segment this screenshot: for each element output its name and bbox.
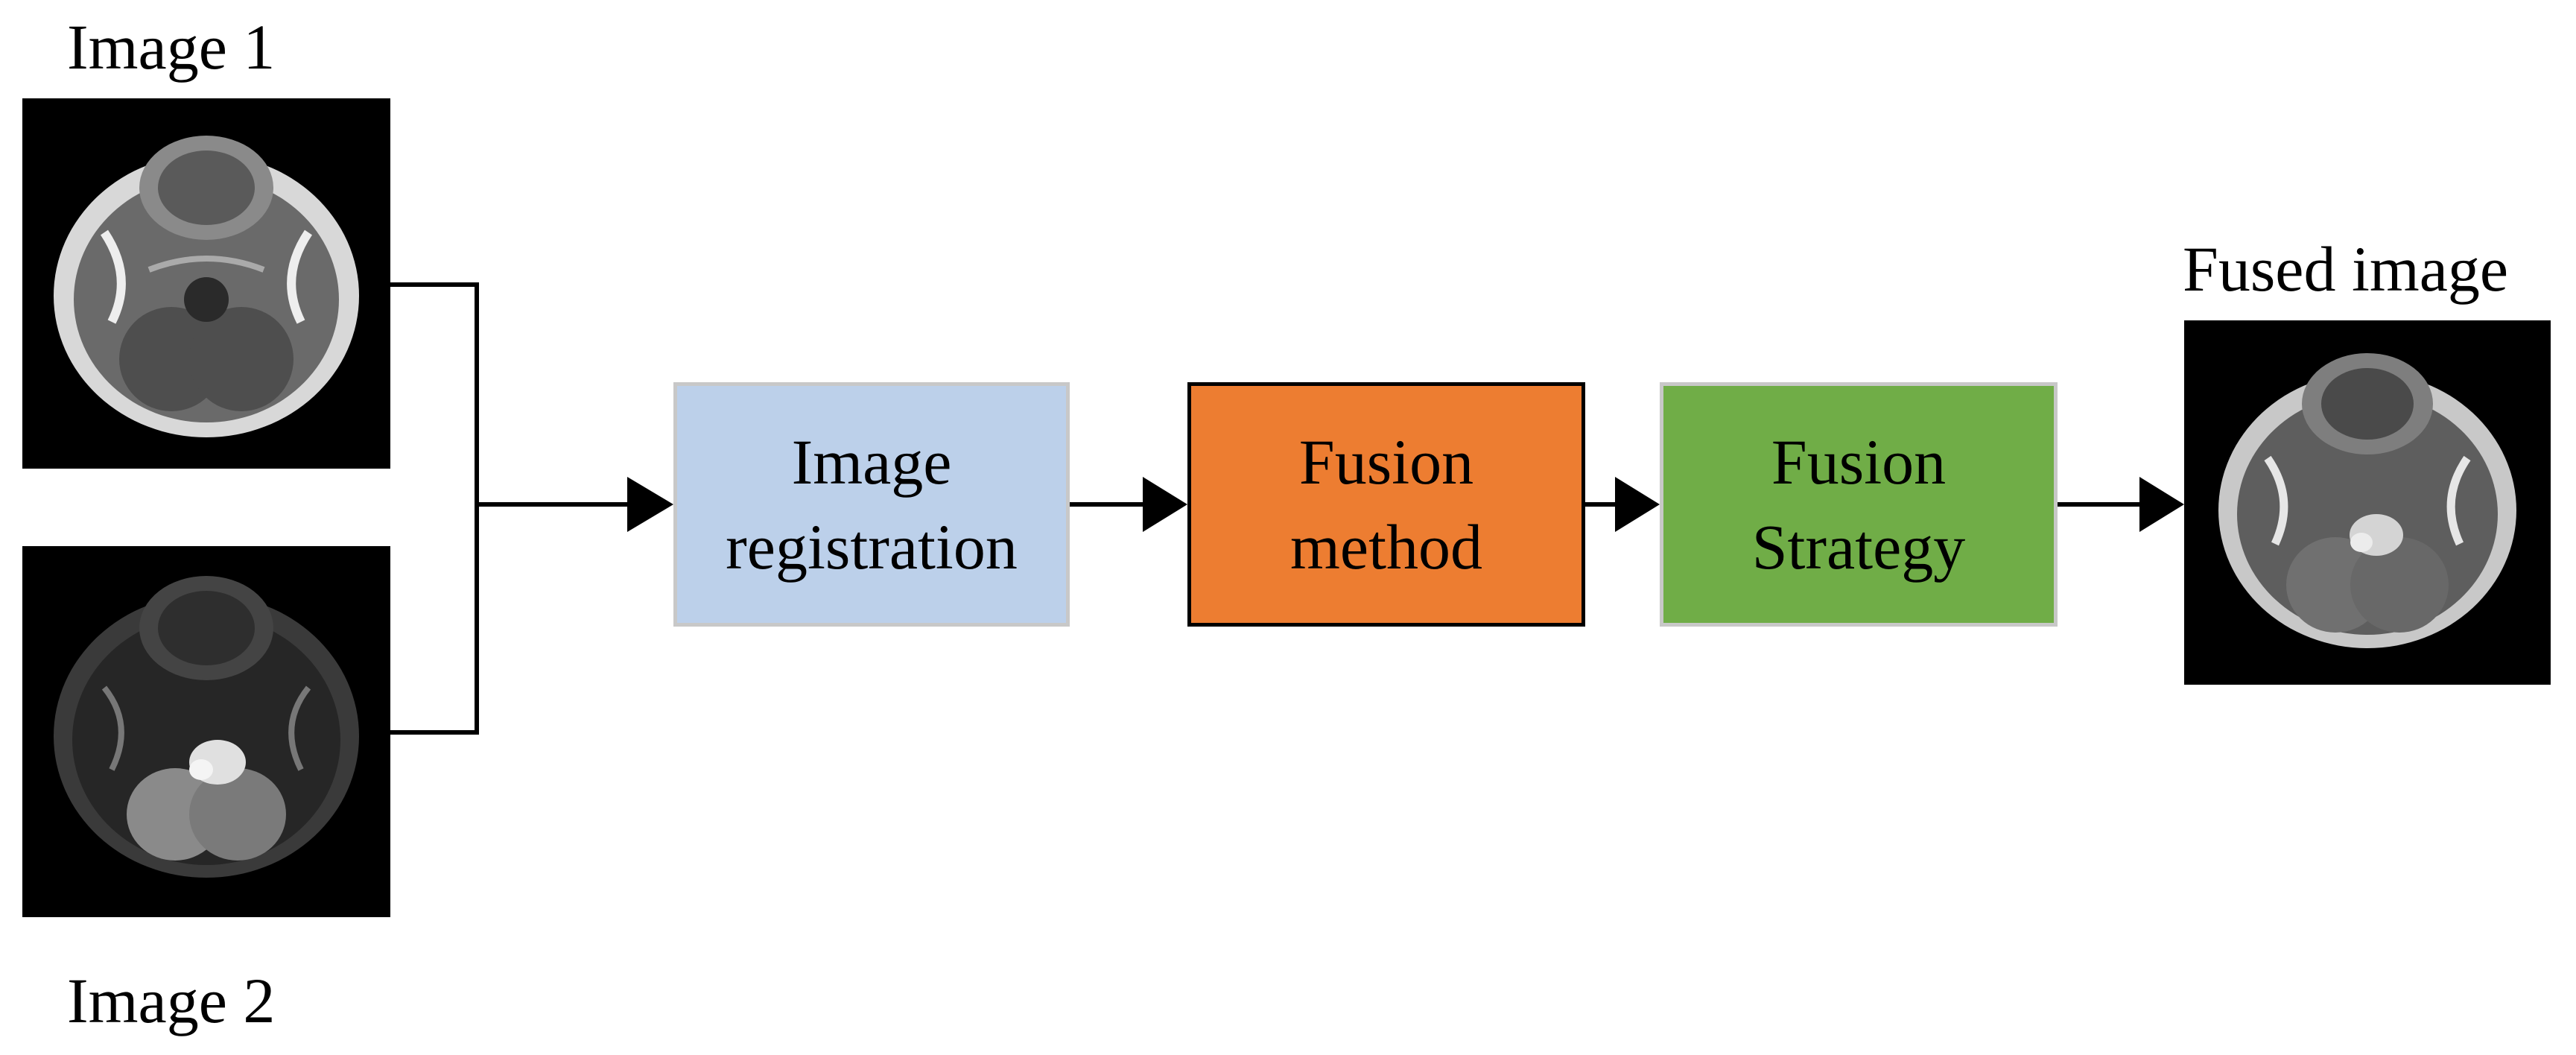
image-1-scan	[22, 98, 390, 469]
fusion-strategy-box: Fusion Strategy	[1660, 382, 2058, 627]
arrowhead-4	[2139, 477, 2184, 532]
image-1-label: Image 1	[67, 11, 276, 83]
arrowhead-2	[1143, 477, 1187, 532]
image-2-label: Image 2	[67, 965, 276, 1036]
fused-image-label: Fused image	[2183, 233, 2509, 305]
fused-image-scan	[2184, 320, 2551, 685]
mri-t2-image	[54, 576, 359, 878]
arrowhead-3	[1615, 477, 1660, 532]
image-registration-box: Image registration	[673, 382, 1070, 627]
arrowhead-1	[627, 477, 673, 532]
fusion-method-line2: method	[1290, 511, 1482, 583]
fusion-strategy-line2: Strategy	[1751, 511, 1966, 583]
image-registration-line2: registration	[726, 511, 1018, 583]
merge-bracket	[390, 282, 479, 735]
image-2-scan	[22, 546, 390, 917]
fusion-method-box: Fusion method	[1187, 382, 1585, 627]
mri-fused-image	[2218, 353, 2516, 648]
mri-t1-image	[54, 136, 359, 437]
fusion-strategy-line1: Fusion	[1771, 425, 1947, 498]
fusion-method-line1: Fusion	[1298, 425, 1474, 498]
image-registration-line1: Image	[791, 425, 952, 498]
